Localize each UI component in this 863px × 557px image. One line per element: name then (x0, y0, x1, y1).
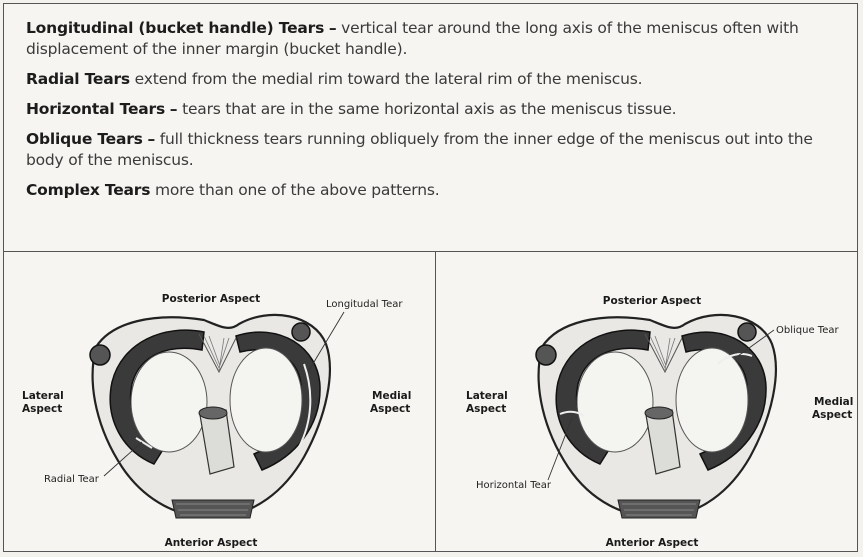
definition-complex: Complex Tears more than one of the above… (26, 180, 837, 201)
posterior-horn-right (738, 323, 756, 341)
definition-radial: Radial Tears extend from the medial rim … (26, 69, 837, 90)
definition-term: Longitudinal (bucket handle) Tears (26, 19, 324, 37)
tear-definitions: Longitudinal (bucket handle) Tears – ver… (4, 4, 857, 252)
definition-description: full thickness tears running obliquely f… (26, 130, 813, 169)
definition-term: Radial Tears (26, 70, 130, 88)
definition-description: more than one of the above patterns. (155, 181, 439, 199)
lateral-aspect-label-line2: Aspect (22, 403, 62, 415)
lateral-aspect-label-line1: Lateral (22, 390, 64, 402)
medial-articular-surface (676, 348, 748, 452)
definition-description: extend from the medial rim toward the la… (135, 70, 643, 88)
left-diagram-panel: Posterior Aspect Anterior Aspect Lateral… (4, 252, 436, 551)
lateral-articular-surface (131, 352, 207, 452)
radial-tear-label: Radial Tear (44, 474, 100, 485)
right-meniscus-diagram: Posterior Aspect Anterior Aspect Lateral… (436, 252, 857, 551)
horizontal-tear-label: Horizontal Tear (476, 480, 552, 491)
left-meniscus-diagram: Posterior Aspect Anterior Aspect Lateral… (4, 252, 434, 551)
figure-frame: Longitudinal (bucket handle) Tears – ver… (3, 3, 858, 552)
definition-term: Complex Tears (26, 181, 150, 199)
medial-aspect-label-line2: Aspect (812, 409, 852, 421)
definition-description: tears that are in the same horizontal ax… (182, 100, 676, 118)
definition-horizontal: Horizontal Tears – tears that are in the… (26, 99, 837, 120)
medial-aspect-label-line1: Medial (372, 390, 411, 402)
lateral-articular-surface (577, 352, 653, 452)
medial-aspect-label-line1: Medial (814, 396, 853, 408)
posterior-aspect-label: Posterior Aspect (162, 293, 260, 305)
medial-articular-surface (230, 348, 302, 452)
longitudinal-tear-label: Longitudal Tear (326, 299, 403, 310)
posterior-aspect-label: Posterior Aspect (603, 295, 701, 307)
definition-oblique: Oblique Tears – full thickness tears run… (26, 129, 837, 171)
anterior-aspect-label: Anterior Aspect (165, 537, 258, 549)
definition-longitudinal: Longitudinal (bucket handle) Tears – ver… (26, 18, 837, 60)
right-diagram-panel: Posterior Aspect Anterior Aspect Lateral… (436, 252, 857, 551)
posterior-horn-left (90, 345, 110, 365)
oblique-tear-label: Oblique Tear (776, 325, 839, 336)
lateral-aspect-label-line2: Aspect (466, 403, 506, 415)
posterior-horn-right (292, 323, 310, 341)
definition-term: Oblique Tears (26, 130, 143, 148)
definition-separator: – (329, 19, 337, 37)
anterior-aspect-label: Anterior Aspect (606, 537, 699, 549)
posterior-horn-left (536, 345, 556, 365)
definition-separator: – (170, 100, 178, 118)
medial-aspect-label-line2: Aspect (370, 403, 410, 415)
definition-term: Horizontal Tears (26, 100, 165, 118)
definition-separator: – (147, 130, 155, 148)
lateral-aspect-label-line1: Lateral (466, 390, 508, 402)
